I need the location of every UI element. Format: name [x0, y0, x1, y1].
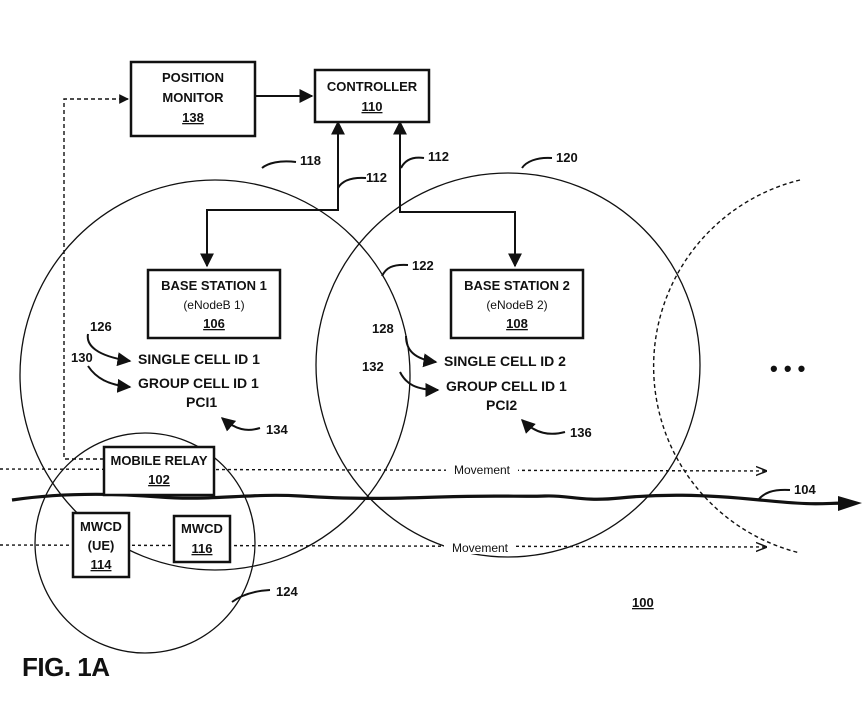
controller-label: CONTROLLER [327, 79, 418, 94]
pci-2: PCI2 [486, 397, 517, 413]
ref-134-leader [220, 417, 261, 432]
ref-130: 130 [71, 350, 93, 365]
group-cell-id-1-bs2: GROUP CELL ID 1 [446, 378, 567, 394]
position-monitor-ref: 138 [182, 110, 204, 125]
relay-coverage [34, 432, 256, 654]
ref-112b-leader [400, 156, 425, 169]
ref-124: 124 [276, 584, 298, 599]
base-station-1-ref: 106 [203, 316, 225, 331]
relay-to-position-monitor-link [63, 94, 129, 460]
ref-100: 100 [632, 595, 654, 610]
position-monitor-block: POSITION MONITOR 138 [129, 60, 257, 138]
group-cell-id-1-bs1: GROUP CELL ID 1 [138, 375, 259, 391]
single-cell-id-2: SINGLE CELL ID 2 [444, 353, 566, 369]
base-station-2-line2: (eNodeB 2) [486, 298, 547, 312]
ref-118: 118 [300, 153, 321, 168]
ref-118-leader [261, 160, 297, 169]
ref-134: 134 [266, 422, 288, 437]
position-monitor-line2: MONITOR [162, 90, 224, 105]
ref-132-leader [399, 371, 440, 397]
mwcd-block: MWCD 116 [172, 514, 232, 564]
ref-132: 132 [362, 359, 384, 374]
ref-126-leader [86, 333, 132, 367]
controller-block: CONTROLLER 110 [313, 68, 431, 124]
ref-126: 126 [90, 319, 112, 334]
mobile-relay-block: MOBILE RELAY 102 [102, 445, 216, 497]
ref-136: 136 [570, 425, 592, 440]
base-station-1-block: BASE STATION 1 (eNodeB 1) 106 [146, 268, 282, 340]
mwcd-line1: MWCD [181, 521, 223, 536]
controller-bs2-link [393, 120, 522, 268]
mwcd-ue-line1: MWCD [80, 519, 122, 534]
ref-130-leader [87, 365, 132, 393]
figure-label: FIG. 1A [22, 652, 110, 682]
mwcd-ue-line2: (UE) [88, 538, 115, 553]
mwcd-ue-block: MWCD (UE) 114 [71, 511, 131, 579]
ref-124-leader [231, 589, 271, 603]
ref-112a-leader [337, 176, 367, 189]
base-station-1-line2: (eNodeB 1) [183, 298, 244, 312]
cell-coverage-3-dashed [653, 179, 801, 554]
mwcd-ue-ref: 114 [91, 557, 113, 572]
more-cells-ellipsis: • • • [770, 356, 805, 381]
movement-path [11, 492, 851, 506]
base-station-2-line1: BASE STATION 2 [464, 278, 570, 293]
ref-120: 120 [556, 150, 578, 165]
controller-ref: 110 [362, 99, 383, 114]
ref-122: 122 [412, 258, 434, 273]
mwcd-ref: 116 [192, 541, 213, 556]
movement-label-upper: Movement [454, 463, 511, 477]
base-station-1-line1: BASE STATION 1 [161, 278, 267, 293]
ref-128-leader [405, 335, 438, 368]
movement-label-lower: Movement [452, 541, 509, 555]
ref-112-b: 112 [428, 149, 449, 164]
movement-path-arrowhead [838, 496, 862, 511]
controller-bs1-link [200, 120, 345, 268]
ref-120-leader [521, 156, 553, 169]
mobile-relay-ref: 102 [148, 472, 170, 487]
position-monitor-line1: POSITION [162, 70, 224, 85]
ref-104-leader [757, 488, 791, 501]
ref-112-a: 112 [366, 170, 387, 185]
pci-1: PCI1 [186, 394, 217, 410]
ref-104: 104 [794, 482, 816, 497]
mobile-relay-label: MOBILE RELAY [110, 453, 207, 468]
base-station-2-block: BASE STATION 2 (eNodeB 2) 108 [449, 268, 585, 340]
ref-122-leader [381, 263, 409, 277]
base-station-2-ref: 108 [506, 316, 528, 331]
single-cell-id-1: SINGLE CELL ID 1 [138, 351, 260, 367]
ref-128: 128 [372, 321, 394, 336]
ref-136-leader [521, 419, 566, 435]
